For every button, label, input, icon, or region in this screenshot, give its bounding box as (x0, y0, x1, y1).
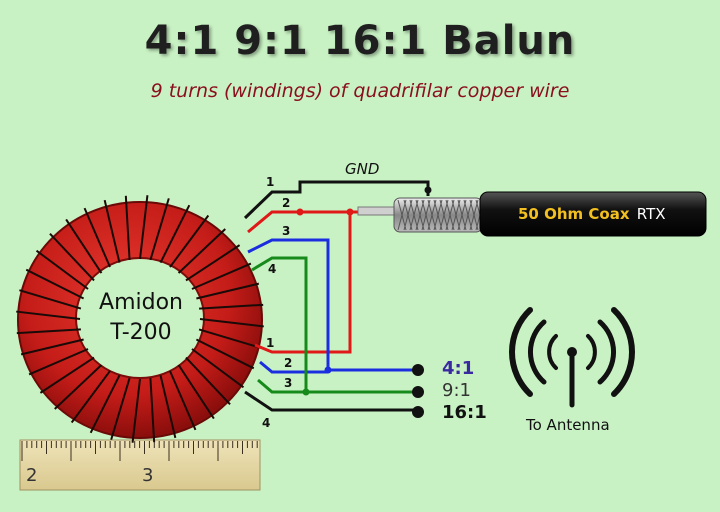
winding-turn (35, 249, 89, 290)
winding-turn (177, 364, 215, 420)
wire-3-blue (247, 238, 415, 374)
winding-turn (191, 348, 245, 389)
winding-turn (28, 348, 89, 376)
winding-turn (191, 262, 252, 290)
winding-turn (49, 233, 95, 282)
coax-brand: RTX (636, 205, 666, 223)
top-terminal-1: 1 (266, 175, 275, 189)
top-terminal-2: 2 (282, 196, 291, 210)
antenna-icon (509, 307, 635, 408)
ruler-mark-3: 3 (142, 465, 154, 486)
winding-turn (103, 199, 121, 263)
winding-turn (149, 378, 156, 443)
core-label: Amidon T-200 (86, 288, 196, 348)
winding-turn (25, 268, 85, 300)
ruler (19, 439, 261, 491)
output-terminals (412, 364, 424, 418)
winding-turn (20, 338, 84, 356)
wire-2-red (247, 210, 395, 354)
bottom-terminal-2: 2 (284, 356, 293, 370)
winding-turn (149, 198, 170, 261)
winding-turn (198, 328, 261, 349)
winding-turn (124, 195, 131, 260)
coax-label: 50 Ohm Coax RTX (518, 205, 666, 223)
winding-turn (196, 282, 260, 300)
core-label-line2: T-200 (110, 320, 172, 345)
winding-turn (39, 356, 95, 394)
winding-turn (65, 218, 103, 274)
subtitle: 9 turns (windings) of quadrifilar copper… (150, 80, 570, 102)
ruler-mark-2: 2 (26, 465, 38, 486)
winding-turn (83, 207, 111, 268)
gnd-label: GND (345, 160, 380, 178)
toroid-core (16, 195, 264, 443)
top-terminal-4: 4 (268, 262, 277, 276)
winding-turn (169, 370, 197, 431)
winding-turn (159, 375, 177, 439)
winding-turn (16, 328, 81, 335)
core-label-line1: Amidon (99, 290, 183, 315)
bottom-terminal-1: 1 (266, 336, 275, 350)
bottom-terminal-3: 3 (284, 376, 293, 390)
winding-turn (54, 364, 103, 410)
wire-4-green (251, 256, 308, 394)
winding-turn (70, 370, 111, 424)
winding-turn (89, 374, 121, 434)
winding-turn (169, 214, 210, 268)
antenna-label: To Antenna (526, 416, 610, 434)
winding-turn (159, 204, 191, 264)
ratio-4to1-label: 4:1 (442, 358, 475, 379)
top-terminal-3: 3 (282, 224, 291, 238)
winding-turn (131, 378, 141, 443)
ratio-9to1-label: 9:1 (442, 380, 471, 401)
winding-turn (185, 356, 231, 405)
winding-turn (110, 377, 131, 440)
winding-turn (19, 289, 82, 310)
winding-turn (177, 228, 226, 274)
winding-turn (16, 310, 81, 320)
coax-cable (357, 191, 707, 237)
winding-turn (139, 195, 149, 260)
ratio-16to1-label: 16:1 (442, 402, 487, 423)
wire-1-black (243, 180, 430, 412)
winding-turn (199, 303, 264, 310)
winding-turn (199, 318, 264, 328)
winding-turn (195, 338, 255, 370)
bottom-terminal-4: 4 (262, 416, 271, 430)
page-title: 4:1 9:1 16:1 Balun (144, 18, 576, 64)
junction-dots (296, 186, 432, 396)
winding-turn (185, 244, 241, 282)
coax-label-text: 50 Ohm Coax (518, 205, 630, 223)
